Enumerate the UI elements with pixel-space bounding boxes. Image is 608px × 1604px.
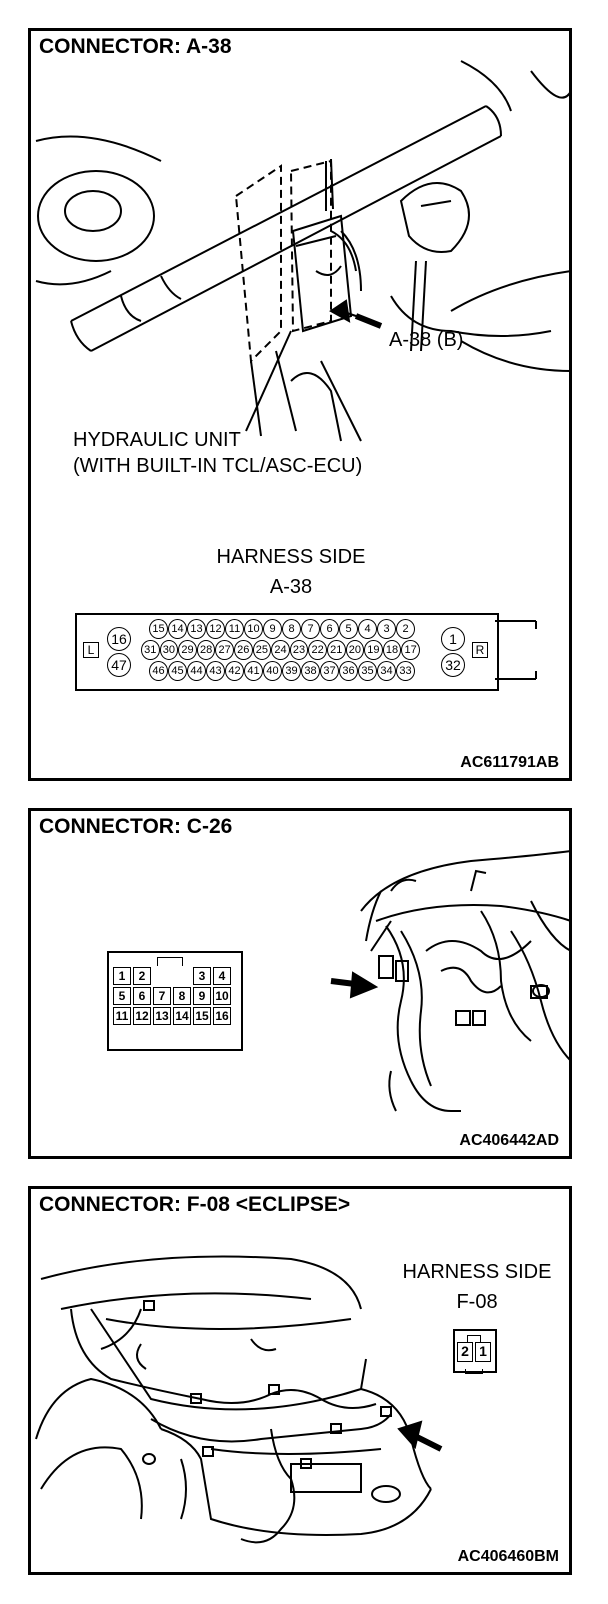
connector-id-label: F-08 [456, 1291, 498, 1313]
pin-15: 15 [149, 619, 168, 639]
pin-10: 10 [213, 987, 231, 1005]
pin-9: 9 [263, 619, 282, 639]
pin-40: 40 [263, 661, 282, 681]
connector-f08-housing [453, 1329, 497, 1373]
pin-6: 6 [133, 987, 151, 1005]
hydraulic-unit-sublabel: (WITH BUILT-IN TCL/ASC-ECU) [73, 455, 363, 477]
pin-11: 11 [113, 1007, 131, 1025]
panel-title: CONNECTOR: A-38 [39, 35, 232, 58]
pin-7: 7 [301, 619, 320, 639]
pin-17: 17 [401, 640, 420, 660]
pin-9: 9 [193, 987, 211, 1005]
pin-27: 27 [215, 640, 234, 660]
pin-7: 7 [153, 987, 171, 1005]
pin-21: 21 [326, 640, 346, 660]
pin-24: 24 [271, 640, 290, 660]
pin-18: 18 [382, 640, 402, 660]
pin-36: 36 [339, 661, 358, 681]
pin-23: 23 [289, 640, 309, 660]
pin-3: 3 [193, 967, 211, 985]
pin-1: 1 [475, 1342, 491, 1362]
dashboard-harness-illustration [330, 850, 572, 1112]
pin-31: 31 [141, 640, 160, 660]
side-right-marker: R [472, 642, 488, 658]
connector-f08-key [467, 1335, 481, 1342]
pin-42: 42 [225, 661, 244, 681]
pin-19: 19 [364, 640, 383, 660]
pin-37: 37 [320, 661, 339, 681]
pin-16: 16 [213, 1007, 231, 1025]
pin-2: 2 [133, 967, 151, 985]
connector-f08-tab [465, 1369, 483, 1374]
harness-side-label: HARNESS SIDE [216, 546, 366, 568]
pin-2: 2 [457, 1342, 473, 1362]
pin-39: 39 [282, 661, 301, 681]
pin-1: 1 [441, 627, 465, 651]
callout-a38b: A-38 (B) [389, 329, 464, 351]
pin-16: 16 [107, 627, 131, 651]
vehicle-rear-illustration [35, 1255, 443, 1544]
pin-13: 13 [187, 619, 206, 639]
pin-34: 34 [377, 661, 396, 681]
pin-38: 38 [301, 661, 320, 681]
pin-5: 5 [339, 619, 358, 639]
pin-4: 4 [213, 967, 231, 985]
pin-11: 11 [225, 619, 244, 639]
connector-c26-housing [107, 951, 243, 1051]
panel-title: CONNECTOR: C-26 [39, 815, 233, 838]
pin-12: 12 [206, 619, 225, 639]
hydraulic-unit-illustration [35, 60, 572, 442]
pin-47: 47 [107, 653, 131, 677]
pin-8: 8 [173, 987, 191, 1005]
connector-a38-panel: CONNECTOR: A-38 [28, 28, 572, 781]
pin-41: 41 [244, 661, 263, 681]
pin-25: 25 [252, 640, 272, 660]
pin-12: 12 [133, 1007, 151, 1025]
pin-10: 10 [244, 619, 263, 639]
pin-1: 1 [113, 967, 131, 985]
pin-13: 13 [153, 1007, 171, 1025]
pin-26: 26 [233, 640, 253, 660]
connector-latch [495, 620, 537, 680]
pin-30: 30 [159, 640, 179, 660]
pin-4: 4 [358, 619, 377, 639]
connector-f08-panel: CONNECTOR: F-08 <ECLIPSE> [28, 1186, 572, 1575]
pin-8: 8 [282, 619, 301, 639]
pin-15: 15 [193, 1007, 211, 1025]
harness-side-label: HARNESS SIDE [402, 1261, 552, 1283]
pin-46: 46 [149, 661, 168, 681]
connector-id-label: A-38 [269, 576, 313, 598]
pin-2: 2 [396, 619, 415, 639]
pin-3: 3 [377, 619, 396, 639]
pin-35: 35 [358, 661, 377, 681]
figure-code: AC611791AB [460, 754, 559, 771]
pin-22: 22 [308, 640, 327, 660]
figure-code: AC406442AD [459, 1132, 559, 1149]
pin-32: 32 [441, 653, 465, 677]
hydraulic-unit-label: HYDRAULIC UNIT [73, 429, 241, 451]
pin-14: 14 [168, 619, 187, 639]
pin-20: 20 [345, 640, 365, 660]
pin-33: 33 [396, 661, 415, 681]
side-left-marker: L [83, 642, 99, 658]
pin-29: 29 [178, 640, 197, 660]
pin-43: 43 [206, 661, 225, 681]
connector-c26-key [157, 957, 183, 966]
pin-45: 45 [168, 661, 187, 681]
connector-a38-face [75, 613, 499, 691]
pin-5: 5 [113, 987, 131, 1005]
pin-28: 28 [196, 640, 216, 660]
pin-44: 44 [187, 661, 206, 681]
pin-6: 6 [320, 619, 339, 639]
panel-title: CONNECTOR: F-08 <ECLIPSE> [39, 1193, 351, 1216]
figure-code: AC406460BM [457, 1548, 559, 1565]
pin-14: 14 [173, 1007, 191, 1025]
